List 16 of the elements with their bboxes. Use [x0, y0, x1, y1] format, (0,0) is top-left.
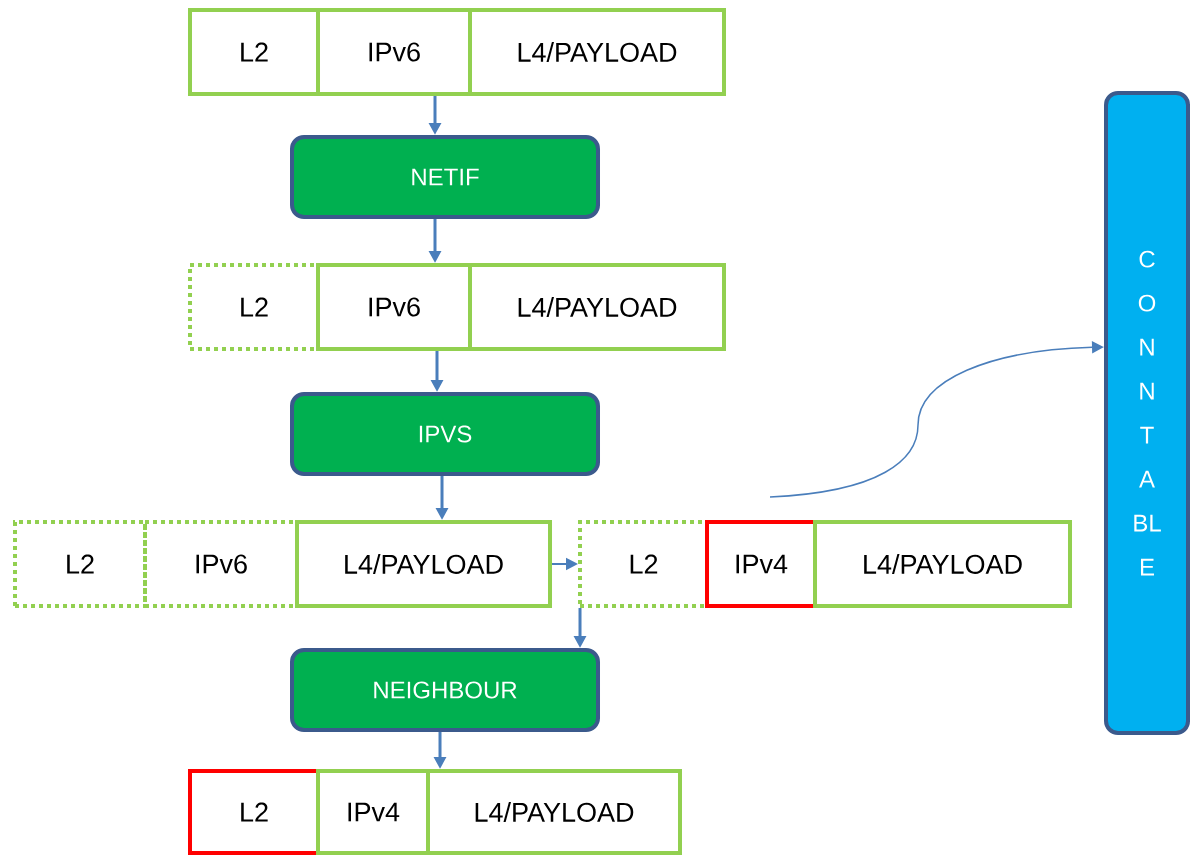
placeholder-cell: L2	[13, 520, 147, 608]
data-cell: L2	[188, 8, 320, 96]
data-cell: L4/PAYLOAD	[295, 520, 552, 608]
changed-cell: IPv4	[705, 520, 817, 608]
table-bar: CONN TABLE	[1104, 91, 1190, 735]
data-cell: IPv4	[316, 769, 430, 855]
process-box: NEIGHBOUR	[290, 648, 600, 732]
data-cell: L4/PAYLOAD	[426, 769, 682, 855]
data-cell: IPv6	[316, 263, 472, 351]
data-cell: L4/PAYLOAD	[468, 8, 726, 96]
arrow	[769, 341, 1104, 498]
data-cell: L4/PAYLOAD	[468, 263, 726, 351]
process-box: NETIF	[290, 135, 600, 219]
data-cell: IPv6	[316, 8, 472, 96]
process-box: IPVS	[290, 392, 600, 476]
changed-cell: L2	[188, 769, 320, 855]
